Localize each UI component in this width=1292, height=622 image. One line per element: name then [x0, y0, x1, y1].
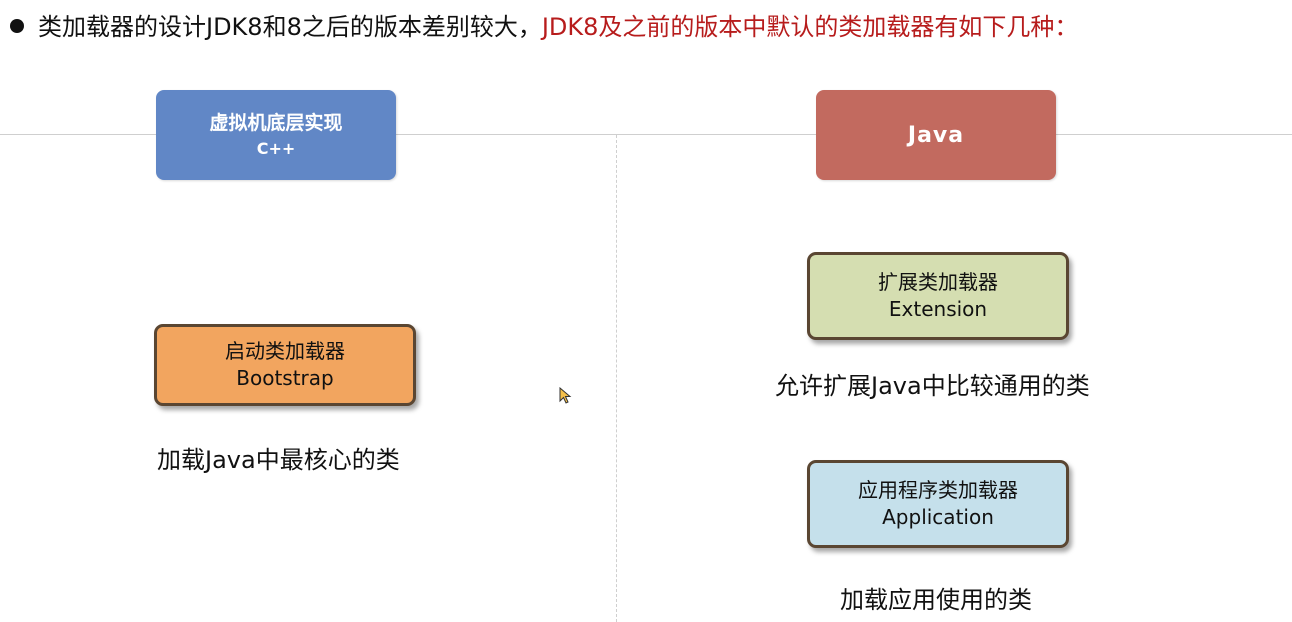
headline-highlight: JDK8及之前的版本中默认的类加载器有如下几种： [541, 13, 1079, 41]
extension-name-en: Extension [888, 297, 988, 321]
vertical-divider [616, 135, 617, 622]
bootstrap-description: 加载Java中最核心的类 [157, 446, 400, 474]
application-name-cn: 应用程序类加载器 [858, 478, 1018, 502]
bootstrap-name-cn: 启动类加载器 [225, 339, 345, 363]
mouse-cursor-icon [559, 387, 572, 404]
bootstrap-loader-box: 启动类加载器 Bootstrap [154, 324, 416, 406]
native-header-subtitle: C++ [256, 139, 296, 158]
extension-description: 允许扩展Java中比较通用的类 [775, 372, 1090, 400]
bootstrap-name-en: Bootstrap [236, 366, 334, 390]
bullet-icon [10, 19, 24, 33]
application-name-en: Application [882, 505, 994, 529]
headline-text: 类加载器的设计JDK8和8之后的版本差别较大， [38, 13, 542, 41]
application-loader-box: 应用程序类加载器 Application [807, 460, 1069, 548]
native-implementation-header: 虚拟机底层实现 C++ [156, 90, 396, 180]
java-header: Java [816, 90, 1056, 180]
native-header-title: 虚拟机底层实现 [209, 112, 343, 134]
extension-name-cn: 扩展类加载器 [878, 270, 998, 294]
extension-loader-box: 扩展类加载器 Extension [807, 252, 1069, 340]
java-header-title: Java [907, 122, 965, 148]
horizontal-divider [0, 134, 1292, 135]
application-description: 加载应用使用的类 [840, 586, 1032, 614]
headline: 类加载器的设计JDK8和8之后的版本差别较大，JDK8及之前的版本中默认的类加载… [10, 10, 1078, 44]
